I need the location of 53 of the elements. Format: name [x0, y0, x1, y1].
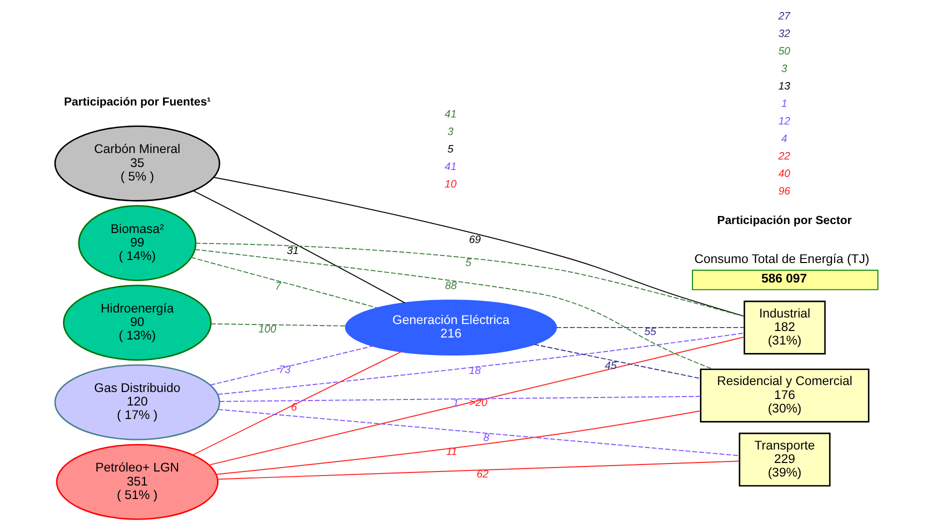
label: 40	[778, 168, 790, 180]
edge-label: 69	[468, 234, 481, 246]
label: Participación por Sector	[717, 214, 852, 227]
label: 1	[781, 98, 788, 110]
connector	[210, 323, 346, 326]
connector	[556, 327, 745, 328]
node-box: Transporte 229 (39%)	[738, 432, 831, 487]
node-ellipse: Biomasa² 99 ( 14%)	[78, 205, 196, 282]
label: 10	[444, 178, 457, 191]
connector	[218, 332, 745, 395]
label: 96	[778, 185, 790, 198]
label: 22	[778, 150, 790, 162]
label: 41	[444, 161, 457, 174]
label: 12	[778, 115, 790, 128]
connector	[219, 396, 701, 402]
node-ellipse: Hidroenergía 90 ( 13%)	[62, 284, 212, 361]
label: 41	[444, 108, 457, 121]
edge-label: 31	[286, 244, 299, 257]
connector	[195, 242, 745, 317]
label: 3	[448, 126, 454, 138]
node-ellipse: Carbón Mineral 35 ( 5% )	[54, 125, 220, 202]
label: 3	[781, 62, 788, 75]
edge-label: 5	[465, 256, 472, 269]
connector	[216, 410, 702, 475]
edge-label: 8	[483, 432, 490, 444]
label: 5	[448, 144, 454, 156]
label: Participación por Fuentes¹	[64, 95, 211, 108]
connector	[194, 249, 714, 370]
label: 13	[778, 80, 790, 92]
edge-label: 73	[278, 364, 291, 376]
node-label: Consumo Total de Energía (TJ)	[694, 252, 870, 266]
connector	[534, 344, 702, 379]
connector	[218, 408, 740, 456]
label: 4	[781, 132, 788, 145]
connector	[213, 176, 745, 317]
label: 32	[778, 28, 790, 40]
edge-label: 62	[476, 468, 489, 480]
connector	[216, 460, 740, 480]
node-box: Industrial 182 (31%)	[744, 300, 826, 354]
label: 50	[778, 46, 790, 58]
connector	[192, 351, 402, 456]
edge-label: 7	[275, 280, 282, 293]
node-ellipse: Gas Distribuido 120 ( 17% )	[54, 364, 220, 440]
node-box: Residencial y Comercial 176 (30%)	[700, 368, 870, 422]
connector	[210, 346, 374, 386]
edge-label: 100	[258, 323, 276, 336]
label: 27	[778, 10, 790, 23]
connector	[208, 336, 745, 466]
node-ellipse: Petróleo+ LGN 351 ( 51% )	[56, 444, 219, 520]
connector	[190, 256, 378, 308]
node-ellipse: Generación Eléctrica 216	[344, 300, 557, 356]
connector	[193, 190, 406, 304]
edge-label: 88	[444, 280, 457, 292]
